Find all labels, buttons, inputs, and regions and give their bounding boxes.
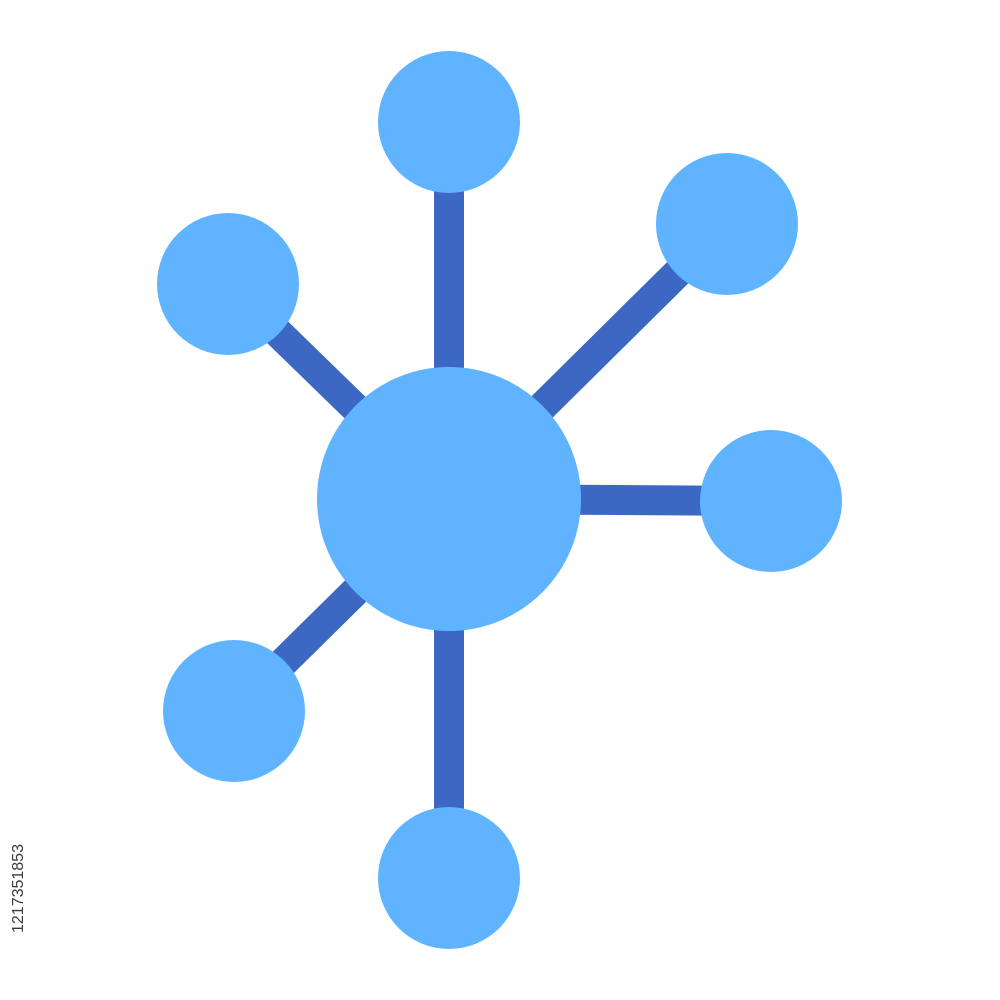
- node-right: [700, 430, 842, 572]
- nodes: [157, 51, 842, 949]
- node-top: [378, 51, 520, 193]
- node-bottom-left: [163, 640, 305, 782]
- node-top-left: [157, 213, 299, 355]
- node-top-right: [656, 153, 798, 295]
- stock-id-label: 1217351853: [10, 844, 27, 933]
- node-bottom: [378, 807, 520, 949]
- hub-node: [317, 367, 581, 631]
